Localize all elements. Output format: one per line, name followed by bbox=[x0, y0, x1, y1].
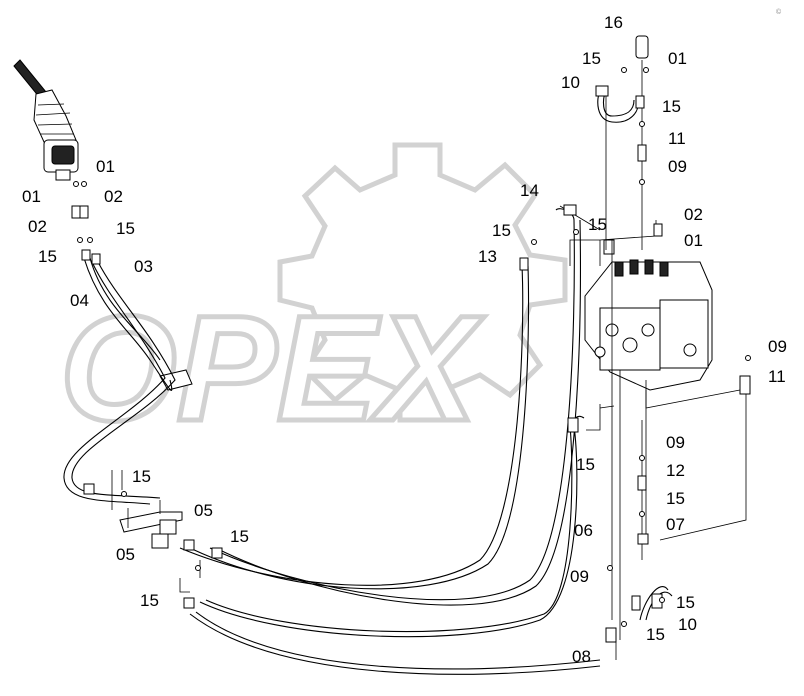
part-label-15: 15 bbox=[662, 97, 681, 116]
part-label-05: 05 bbox=[194, 501, 213, 520]
part-label-06: 06 bbox=[574, 521, 593, 540]
part-label-02: 02 bbox=[104, 187, 123, 206]
part-label-11: 11 bbox=[668, 129, 686, 148]
part-label-05: 05 bbox=[116, 545, 135, 564]
part-label-01: 01 bbox=[684, 231, 703, 250]
pipe-lines bbox=[111, 60, 747, 660]
corner-mark: © bbox=[776, 8, 782, 16]
part-label-10: 10 bbox=[678, 615, 697, 634]
part-label-15: 15 bbox=[588, 215, 607, 234]
part-label-02: 02 bbox=[28, 217, 47, 236]
part-label-15: 15 bbox=[132, 467, 151, 486]
part-label-01: 01 bbox=[668, 49, 687, 68]
watermark: OPEX bbox=[58, 142, 568, 455]
part-labels: 16 15 01 10 15 11 09 14 15 15 02 01 13 0… bbox=[22, 13, 787, 666]
part-label-13: 13 bbox=[478, 247, 497, 266]
part-label-14: 14 bbox=[520, 181, 539, 200]
part-label-15: 15 bbox=[116, 219, 135, 238]
part-label-01: 01 bbox=[96, 157, 115, 176]
part-label-15: 15 bbox=[676, 593, 695, 612]
watermark-text: OPEX bbox=[60, 284, 485, 452]
part-label-15: 15 bbox=[140, 591, 159, 610]
part-label-09: 09 bbox=[666, 433, 685, 452]
fittings bbox=[71, 35, 751, 643]
part-label-01: 01 bbox=[22, 187, 41, 206]
part-label-15: 15 bbox=[230, 527, 249, 546]
hose-bracket bbox=[119, 369, 193, 549]
part-label-15: 15 bbox=[582, 49, 601, 68]
part-label-03: 03 bbox=[134, 257, 153, 276]
part-label-09: 09 bbox=[668, 157, 687, 176]
part-label-15: 15 bbox=[38, 247, 57, 266]
part-label-15: 15 bbox=[666, 489, 685, 508]
control-valve-block bbox=[584, 239, 713, 391]
part-label-11: 11 bbox=[768, 367, 786, 386]
part-label-08: 08 bbox=[572, 647, 591, 666]
part-label-16: 16 bbox=[604, 13, 623, 32]
joystick-assembly bbox=[13, 59, 79, 181]
part-label-07: 07 bbox=[666, 515, 685, 534]
part-label-12: 12 bbox=[666, 461, 685, 480]
part-label-15: 15 bbox=[492, 221, 511, 240]
part-label-15: 15 bbox=[576, 455, 595, 474]
part-label-04: 04 bbox=[70, 291, 89, 310]
part-label-09: 09 bbox=[570, 567, 589, 586]
part-label-15: 15 bbox=[646, 625, 665, 644]
part-label-10: 10 bbox=[561, 73, 580, 92]
watermark-gear bbox=[277, 142, 568, 423]
part-label-09: 09 bbox=[768, 337, 787, 356]
part-label-02: 02 bbox=[684, 205, 703, 224]
